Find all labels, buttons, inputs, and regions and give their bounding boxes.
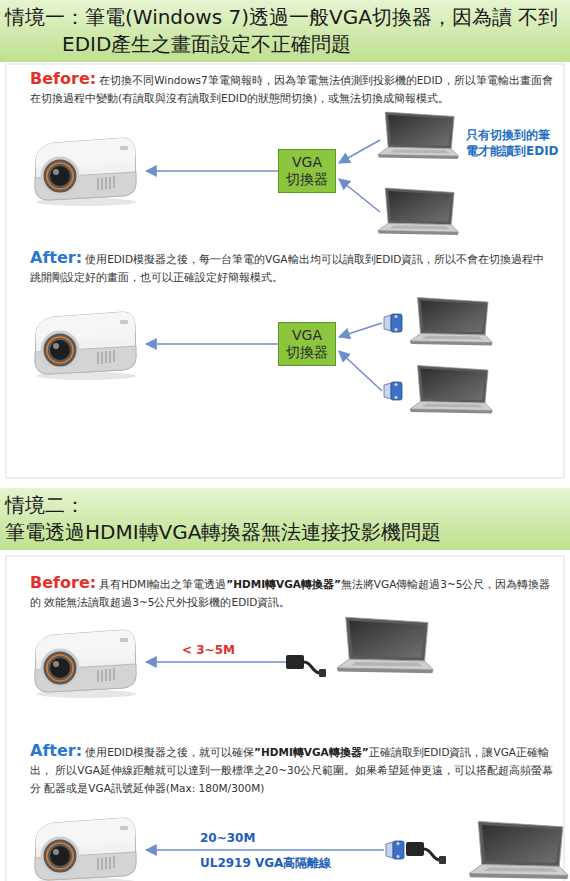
section-heading: 情境二：: [5, 492, 562, 519]
paragraph: After:使用EDID模擬器之後，就可以確保”HDMI轉VGA轉換器”正確讀取…: [30, 742, 558, 797]
description-text: 使用EDID模擬器之後，就可以確保: [85, 746, 254, 758]
signal-line: [339, 140, 380, 163]
signal-line: [339, 323, 382, 337]
laptop-figure: [410, 298, 493, 346]
vga-plug-icon: [386, 841, 404, 859]
product-name: ”HDMI轉VGA轉換器”: [226, 578, 341, 590]
description-text: 具有HDMI輸出之筆電透過: [99, 578, 226, 590]
paragraph: Before:在切換不同Windows7筆電簡報時，因為筆電無法偵測到投影機的E…: [30, 70, 558, 107]
projector-figure: [35, 630, 136, 698]
paragraph: Before:具有HDMI輸出之筆電透過”HDMI轉VGA轉換器”無法將VGA傳…: [30, 574, 558, 611]
before-tag: Before:: [30, 573, 96, 592]
device-label: VGA 切換器: [284, 327, 330, 361]
before-tag: Before:: [30, 69, 96, 88]
section-heading: 情境一：筆電(Windows 7)透過一般VGA切換器，因為讀 不到EDID產生…: [5, 4, 562, 58]
projector-figure: [35, 312, 136, 380]
vga-plug-icon: [384, 382, 402, 400]
distance-label: < 3~5M: [180, 643, 237, 657]
projector-figure: [35, 138, 136, 206]
section-header-band: 情境一：筆電(Windows 7)透過一般VGA切換器，因為讀 不到EDID產生…: [0, 0, 570, 62]
signal-arrow: [146, 661, 286, 663]
vga-switch-box: VGA 切換器: [278, 149, 336, 193]
signal-arrow: [146, 170, 278, 172]
description-text: 使用EDID模擬器之後，每一台筆電的VGA輸出均可以讀取到EDID資訊，所以不會…: [30, 253, 544, 283]
callout-note: 只有切換到的筆 電才能讀到EDID: [466, 127, 564, 159]
laptop-figure: [337, 617, 433, 673]
distance-label: 20~30M: [198, 831, 257, 845]
vga-switch-box: VGA 切換器: [278, 322, 336, 366]
vga-plug-icon: [384, 314, 402, 332]
projector-figure: [35, 818, 136, 881]
signal-line: [339, 351, 382, 391]
product-name: ”HDMI轉VGA轉換器”: [254, 746, 369, 758]
converter-dongle: [286, 655, 326, 677]
after-tag: After:: [30, 741, 82, 760]
description-text: 在切換不同Windows7筆電簡報時，因為筆電無法偵測到投影機的EDID，所以筆…: [30, 74, 553, 104]
paragraph: After:使用EDID模擬器之後，每一台筆電的VGA輸出均可以讀取到EDID資…: [30, 249, 558, 286]
signal-arrow: [146, 849, 384, 851]
section-heading: 筆電透過HDMI轉VGA轉換器無法連接投影機問題: [5, 519, 562, 546]
converter-dongle: [406, 842, 446, 864]
laptop-figure: [378, 188, 459, 235]
signal-arrow: [146, 343, 278, 345]
laptop-figure: [378, 112, 459, 159]
after-tag: After:: [30, 248, 82, 267]
laptop-figure: [469, 821, 568, 879]
device-label: VGA 切換器: [284, 154, 330, 188]
laptop-figure: [410, 366, 493, 414]
cable-name: UL2919 VGA高隔離線: [198, 855, 333, 872]
panel-frame: [6, 64, 564, 478]
signal-line: [339, 179, 380, 212]
section-header-band: 情境二：筆電透過HDMI轉VGA轉換器無法連接投影機問題: [0, 488, 570, 550]
